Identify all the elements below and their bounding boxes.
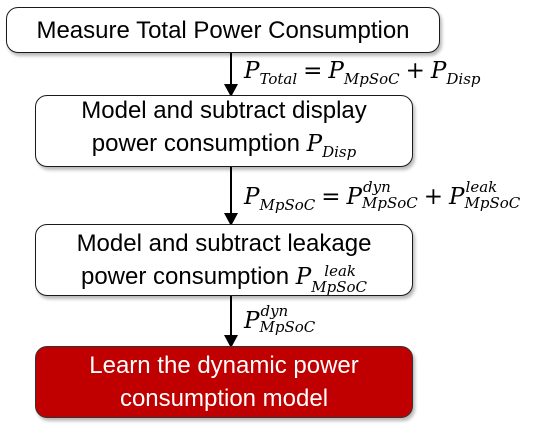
eq-operator: + <box>423 183 444 210</box>
eq-subscript: MpSoC <box>259 317 316 336</box>
math-subscript: Disp <box>322 142 357 161</box>
math-symbol: P <box>306 130 323 157</box>
step-label: Learn the dynamic power <box>89 352 359 379</box>
eq-symbol: P <box>430 58 447 84</box>
eq-symbol: P <box>244 307 260 334</box>
eq-symbol: P <box>346 183 362 210</box>
equation-total-power: PTotal=PMpSoC+PDisp <box>244 60 481 87</box>
eq-subscript: MpSoC <box>343 70 400 88</box>
eq-operator: = <box>303 58 323 84</box>
eq-subscript: MpSoC <box>362 193 418 212</box>
flow-arrow-2 <box>224 167 238 226</box>
flow-arrow-1 <box>224 53 238 97</box>
math-superscript: leak <box>324 261 356 280</box>
display-power-symbol: PDisp <box>306 130 357 161</box>
math-symbol: P <box>295 263 312 290</box>
step-label: Model and subtract leakage <box>76 229 372 257</box>
step-label: Model and subtract display <box>81 96 367 124</box>
eq-symbol: P <box>328 58 344 84</box>
eq-superscript: dyn <box>260 302 289 320</box>
eq-operator: + <box>405 58 425 84</box>
step-label: power consumption PDisp <box>92 127 356 169</box>
step-learn-dynamic-power-model: Learn the dynamic power consumption mode… <box>35 346 413 418</box>
step-subtract-display-power: Model and subtract display power consump… <box>35 95 413 167</box>
eq-subscript: Disp <box>446 70 481 88</box>
step-measure-total-power: Measure Total Power Consumption <box>6 7 440 53</box>
step-label: consumption model <box>119 385 329 412</box>
step-label-text: power consumption <box>91 129 300 157</box>
step-subtract-leakage-power: Model and subtract leakage power consump… <box>35 224 413 296</box>
eq-superscript: leak <box>465 178 498 196</box>
math-subscript: MpSoC <box>311 277 368 296</box>
eq-superscript: dyn <box>363 178 391 196</box>
flow-arrow-3 <box>224 296 238 348</box>
eq-operator: = <box>321 183 341 210</box>
eq-subscript: MpSoC <box>259 195 316 214</box>
step-label-text: power consumption <box>80 262 290 290</box>
eq-symbol: P <box>244 183 260 210</box>
eq-subscript: Total <box>259 70 298 88</box>
eq-symbol: P <box>244 58 260 84</box>
eq-symbol: P <box>449 183 465 210</box>
eq-subscript: MpSoC <box>464 193 521 212</box>
step-label: Measure Total Power Consumption <box>36 16 410 44</box>
